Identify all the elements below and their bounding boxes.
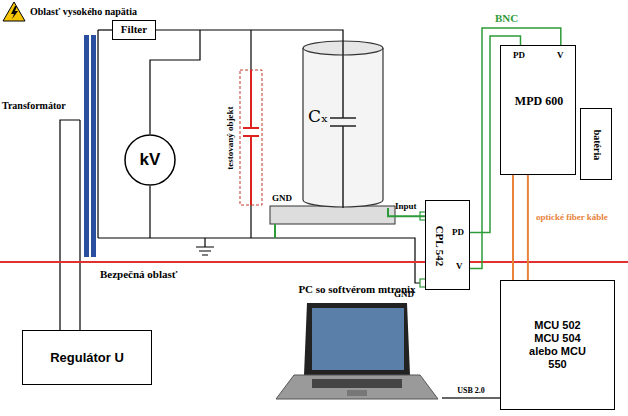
cable-label: BNC (495, 12, 518, 25)
acquisition-unit-box: PD V MPD 600 (500, 45, 576, 175)
control-unit-box: MCU 502 MCU 504 alebo MCU 550 (500, 280, 615, 410)
text-group: Filter (121, 23, 147, 36)
battery-box: batéria (580, 108, 612, 180)
node-text: Regulátor U (50, 350, 124, 366)
voltmeter-circle: kV (124, 134, 176, 186)
node-text: MPD 600 (515, 94, 563, 108)
connector (156, 30, 343, 40)
node-text: MCU 502 MCU 504 alebo MCU 550 (528, 319, 588, 372)
wires (60, 30, 420, 330)
connector (527, 175, 528, 280)
edge-label: USB 2.0 (456, 386, 486, 396)
coupling-unit-box: CPL 542 PD V (425, 200, 470, 290)
terminal-label: GND (272, 193, 292, 204)
node-text: kV (140, 150, 161, 170)
safety-boundary (0, 261, 628, 263)
node-text: batéria (591, 130, 603, 161)
node-text: PD (452, 227, 464, 238)
zone-title: Bezpečná oblasť (100, 268, 178, 281)
text-group: Regulátor U (50, 350, 124, 366)
text-group: kV (140, 150, 161, 170)
laptop-pc: PC so softvérom mtronix (272, 283, 442, 408)
warning-icon (3, 2, 25, 21)
node-text: Cₓ (308, 106, 328, 126)
transformer-winding (84, 35, 89, 257)
node-text: V (456, 261, 463, 272)
test-object-outline (240, 70, 262, 205)
laptop-outline (272, 283, 442, 408)
text-group: MCU 502 MCU 504 alebo MCU 550 (528, 319, 588, 372)
component-label: testovaný objekt (225, 106, 236, 169)
zone-title: Oblasť vysokého napätia (30, 6, 137, 18)
node-text: V (557, 50, 564, 61)
terminal-label: GND (394, 289, 414, 300)
lightning-symbol (11, 6, 18, 19)
transformer-winding (91, 35, 96, 257)
terminal-label: Input (395, 201, 417, 212)
capacitor-symbol (243, 70, 259, 205)
ground-lead (274, 224, 276, 238)
filter-box: Filter (112, 20, 156, 39)
connector (442, 398, 500, 399)
coupling-capacitor: Cₓ (298, 40, 388, 208)
component-label: Transformátor (2, 100, 66, 112)
node-text: Filter (121, 23, 147, 36)
node-text: PD (513, 50, 525, 61)
coupling-base (270, 206, 395, 224)
cable-label: optické fiber káble (536, 212, 608, 223)
connector (512, 175, 513, 280)
node-text: CPL 542 (432, 226, 445, 267)
regulator-box: Regulátor U (22, 330, 152, 385)
